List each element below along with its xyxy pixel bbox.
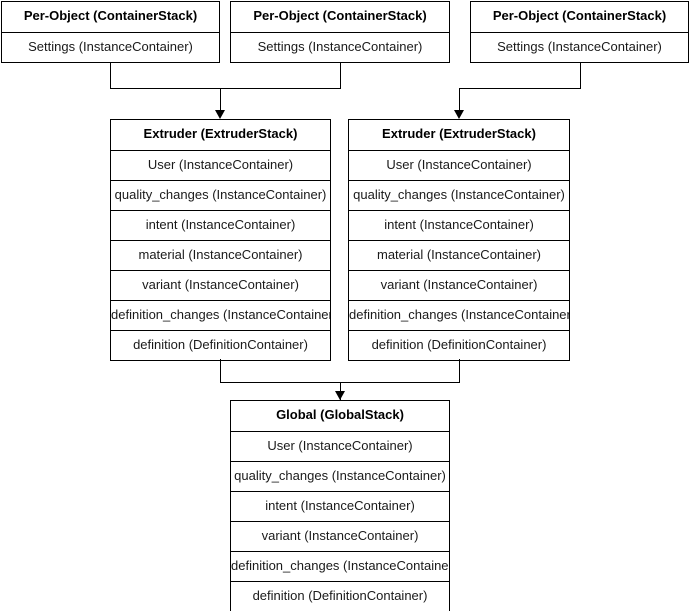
node-global-stack[interactable]: Global (GlobalStack) User (InstanceConta…	[230, 400, 450, 611]
node-extruder-2[interactable]: Extruder (ExtruderStack) User (InstanceC…	[348, 119, 570, 361]
node-row-definition: definition (DefinitionContainer)	[111, 330, 330, 360]
edge-drop-extruder-1	[220, 88, 221, 110]
node-row-material: material (InstanceContainer)	[349, 240, 569, 270]
edge-per-object-2-stem	[340, 62, 341, 89]
node-header: Extruder (ExtruderStack)	[143, 126, 298, 141]
node-row-intent: intent (InstanceContainer)	[349, 210, 569, 240]
node-row-variant: variant (InstanceContainer)	[349, 270, 569, 300]
node-row-settings: Settings (InstanceContainer)	[471, 32, 688, 62]
node-row-quality-changes: quality_changes (InstanceContainer)	[231, 461, 449, 491]
edge-merge-bar-extruder-2	[459, 88, 581, 89]
node-row-user: User (InstanceContainer)	[111, 150, 330, 180]
node-row-intent: intent (InstanceContainer)	[231, 491, 449, 521]
edge-per-object-3-stem	[580, 62, 581, 89]
node-row-settings: Settings (InstanceContainer)	[231, 32, 449, 62]
node-row-user: User (InstanceContainer)	[349, 150, 569, 180]
node-header: Global (GlobalStack)	[276, 407, 404, 422]
edge-extruder-1-stem	[220, 359, 221, 383]
node-header: Per-Object (ContainerStack)	[253, 8, 427, 23]
node-row-intent: intent (InstanceContainer)	[111, 210, 330, 240]
edge-merge-bar-extruder-1	[110, 88, 341, 89]
node-row-user: User (InstanceContainer)	[231, 431, 449, 461]
node-row-variant: variant (InstanceContainer)	[111, 270, 330, 300]
arrowhead-global	[335, 391, 345, 400]
node-row-quality-changes: quality_changes (InstanceContainer)	[349, 180, 569, 210]
node-row-quality-changes: quality_changes (InstanceContainer)	[111, 180, 330, 210]
node-row-material: material (InstanceContainer)	[111, 240, 330, 270]
node-row-definition-changes: definition_changes (InstanceContainer)	[111, 300, 330, 330]
arrowhead-extruder-1	[215, 110, 225, 119]
node-header: Per-Object (ContainerStack)	[23, 8, 198, 23]
node-per-object-2[interactable]: Per-Object (ContainerStack) Settings (In…	[230, 1, 450, 63]
node-per-object-1[interactable]: Per-Object (ContainerStack) Settings (In…	[1, 1, 220, 63]
edge-drop-extruder-2	[459, 88, 460, 110]
node-row-definition: definition (DefinitionContainer)	[231, 581, 449, 611]
arrowhead-extruder-2	[454, 110, 464, 119]
node-row-definition-changes: definition_changes (InstanceContainer)	[231, 551, 449, 581]
node-header: Extruder (ExtruderStack)	[382, 126, 536, 141]
node-header: Per-Object (ContainerStack)	[492, 8, 667, 23]
edge-extruder-2-stem	[459, 359, 460, 383]
node-row-settings: Settings (InstanceContainer)	[2, 32, 219, 62]
node-row-definition-changes: definition_changes (InstanceContainer)	[349, 300, 569, 330]
node-row-definition: definition (DefinitionContainer)	[349, 330, 569, 360]
node-row-variant: variant (InstanceContainer)	[231, 521, 449, 551]
node-extruder-1[interactable]: Extruder (ExtruderStack) User (InstanceC…	[110, 119, 331, 361]
node-per-object-3[interactable]: Per-Object (ContainerStack) Settings (In…	[470, 1, 689, 63]
edge-per-object-1-stem	[110, 62, 111, 89]
